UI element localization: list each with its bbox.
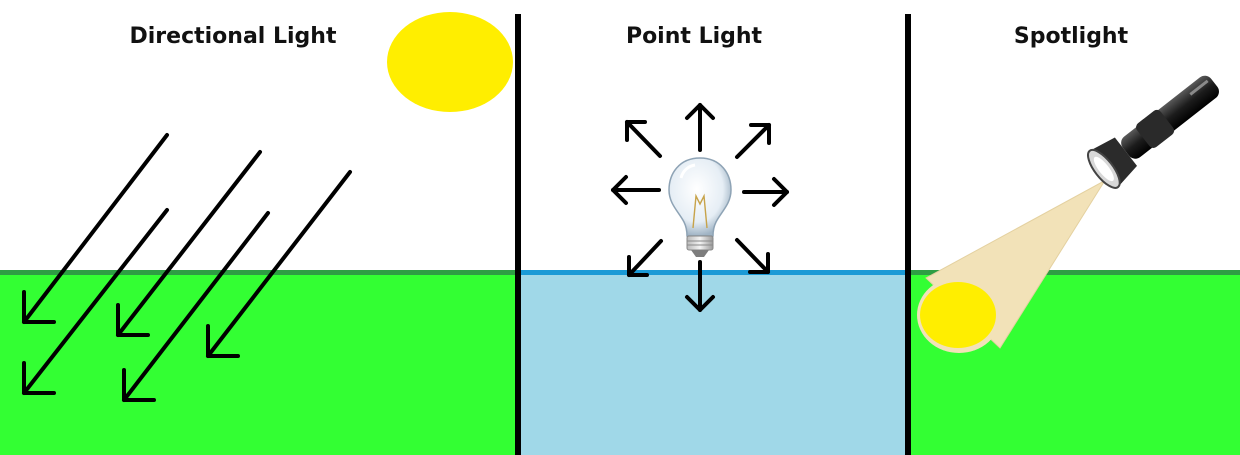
arrow-left [611, 175, 661, 205]
panel-spotlight: Spotlight [911, 0, 1240, 455]
panel-divider [905, 14, 911, 455]
ground-edge [0, 270, 515, 275]
panel-title: Point Light [625, 24, 763, 49]
arrow-up-left [625, 120, 662, 158]
panel-title: Spotlight [1013, 24, 1129, 49]
arrow-right [742, 177, 789, 207]
directional-light-art [22, 12, 513, 402]
sun-icon [387, 12, 513, 112]
light-ray-arrow [22, 208, 169, 395]
arrow-down-left [627, 239, 663, 277]
light-ray-arrow [122, 211, 270, 402]
ground [0, 271, 515, 455]
arrow-up-right [735, 123, 771, 159]
light-ray-arrow [116, 150, 262, 337]
ground-edge [521, 270, 905, 275]
spotlight-art [917, 75, 1219, 353]
panel-divider [515, 14, 521, 455]
light-ray-arrow [206, 170, 352, 358]
ground-edge [911, 270, 1240, 275]
emission-arrows [611, 103, 789, 312]
arrow-down [685, 260, 715, 312]
ground [521, 271, 905, 455]
arrow-up [685, 103, 715, 152]
light-rays [22, 133, 352, 402]
panel-directional-light: Directional Light [0, 0, 515, 455]
point-light-art [611, 103, 789, 312]
light-ray-arrow [22, 133, 169, 324]
panel-title: Directional Light [129, 24, 337, 49]
panel-point-light: Point Light [521, 0, 905, 455]
arrow-down-right [735, 238, 770, 274]
lightbulb-icon [668, 157, 732, 257]
light-beam [917, 165, 1115, 353]
flashlight-icon [1087, 75, 1219, 189]
spot-pool [920, 282, 996, 348]
